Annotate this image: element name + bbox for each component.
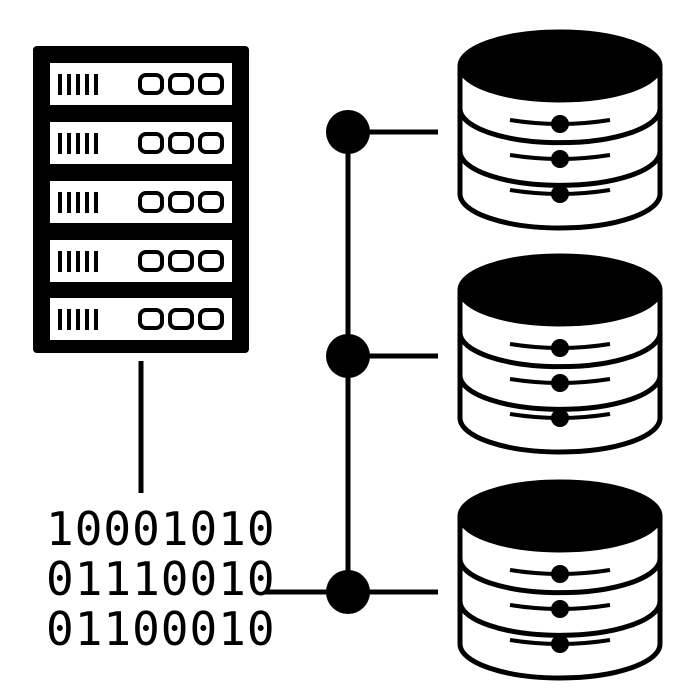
database-top-cap: [457, 29, 663, 103]
binary-line-1: 10001010: [46, 502, 276, 556]
rack-unit: [50, 298, 232, 340]
rack-vent-bar: [76, 133, 80, 154]
database-layer-divider: [457, 558, 663, 596]
database-body: [457, 66, 663, 231]
rack-vent-bar: [67, 74, 71, 95]
rack-unit: [50, 122, 232, 164]
rack-vent-bar: [58, 251, 62, 272]
database-layer-divider: [457, 332, 663, 370]
rack-vent-bar: [85, 133, 89, 154]
rack-indicator-light: [198, 308, 224, 330]
rack-vent-bar: [58, 74, 62, 95]
rack-vent-bar: [94, 192, 98, 213]
rack-indicator-light: [168, 132, 194, 154]
rack-vent-bar: [67, 133, 71, 154]
database-indicator-dot: [551, 374, 569, 392]
database-indicator-dot: [551, 185, 569, 203]
rack-indicator-light: [138, 73, 164, 95]
rack-indicator-light: [168, 308, 194, 330]
rack-vent-bar: [76, 251, 80, 272]
rack-indicator-light: [138, 132, 164, 154]
database-icon: [457, 29, 663, 231]
database-layer-divider: [457, 108, 663, 146]
network-node-icon: [326, 334, 370, 378]
rack-indicator-light: [198, 132, 224, 154]
rack-unit: [50, 240, 232, 282]
database-indicator-dot: [551, 635, 569, 653]
rack-indicator-light: [168, 73, 194, 95]
rack-vent-bar: [85, 251, 89, 272]
rack-vent-bar: [58, 309, 62, 330]
database-indicator-dot: [551, 600, 569, 618]
binary-line-2: 01110010: [46, 552, 276, 606]
rack-indicator-light: [198, 191, 224, 213]
rack-indicator-light: [198, 73, 224, 95]
database-body: [457, 290, 663, 455]
rack-vent-bar: [76, 192, 80, 213]
rack-vent-bar: [85, 192, 89, 213]
rack-vent-bar: [67, 309, 71, 330]
rack-unit: [50, 63, 232, 105]
rack-indicator-light: [138, 250, 164, 272]
rack-vent-bar: [85, 74, 89, 95]
rack-vent-bar: [67, 192, 71, 213]
database-top-cap: [457, 479, 663, 553]
rack-vent-bar: [58, 133, 62, 154]
database-top-cap: [457, 253, 663, 327]
rack-vent-bar: [85, 309, 89, 330]
database-icon: [457, 253, 663, 455]
database-indicator-dot: [551, 115, 569, 133]
rack-indicator-light: [138, 191, 164, 213]
database-indicator-dot: [551, 150, 569, 168]
database-icon: [457, 479, 663, 681]
rack-indicator-light: [138, 308, 164, 330]
rack-vent-bar: [94, 309, 98, 330]
rack-vent-bar: [67, 251, 71, 272]
network-node-icon: [326, 110, 370, 154]
rack-indicator-light: [168, 191, 194, 213]
rack-vent-bar: [58, 192, 62, 213]
binary-line-3: 01100010: [46, 602, 276, 656]
database-indicator-dot: [551, 565, 569, 583]
network-node-icon: [326, 570, 370, 614]
server-rack-icon: [33, 46, 249, 353]
rack-indicator-light: [168, 250, 194, 272]
rack-vent-bar: [76, 74, 80, 95]
rack-vent-bar: [94, 133, 98, 154]
database-indicator-dot: [551, 339, 569, 357]
database-indicator-dot: [551, 409, 569, 427]
database-body: [457, 516, 663, 681]
rack-vent-bar: [94, 251, 98, 272]
rack-indicator-light: [198, 250, 224, 272]
rack-vent-bar: [94, 74, 98, 95]
rack-vent-bar: [76, 309, 80, 330]
rack-unit: [50, 181, 232, 223]
